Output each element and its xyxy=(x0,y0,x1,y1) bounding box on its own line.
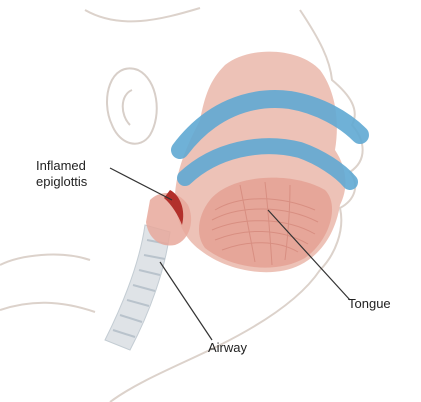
trachea xyxy=(105,225,170,350)
label-airway: Airway xyxy=(208,340,247,356)
label-inflamed-epiglottis: Inflamed epiglottis xyxy=(36,158,87,190)
label-inflamed-epiglottis-line1: Inflamed xyxy=(36,158,87,174)
label-tongue: Tongue xyxy=(348,296,391,312)
ear-outline xyxy=(107,68,157,143)
label-inflamed-epiglottis-line2: epiglottis xyxy=(36,174,87,190)
leader-line-airway xyxy=(160,262,212,340)
leader-line-epiglottis xyxy=(110,168,172,200)
